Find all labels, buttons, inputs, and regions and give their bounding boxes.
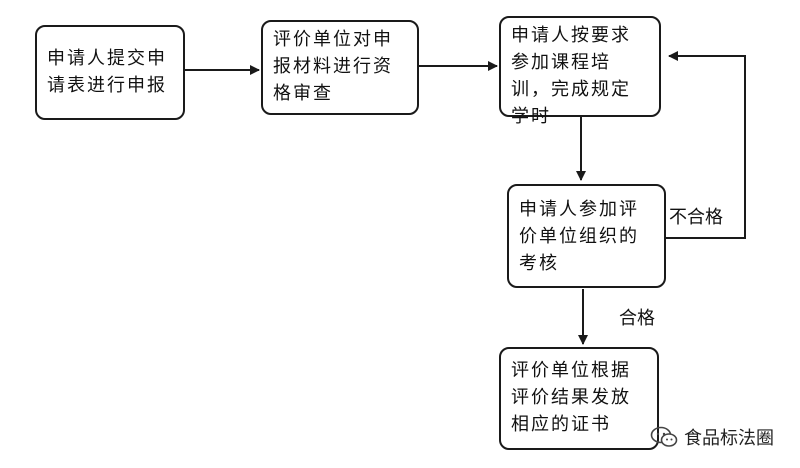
node-certificate-text: 评价单位根据评价结果发放相应的证书	[511, 360, 631, 435]
node-review-text: 评价单位对申报材料进行资格审查	[273, 29, 393, 104]
node-qualification-review: 评价单位对申报材料进行资格审查	[261, 20, 419, 115]
watermark: 食品标法圈	[650, 424, 774, 450]
node-certificate: 评价单位根据评价结果发放相应的证书	[499, 347, 659, 450]
watermark-text: 食品标法圈	[684, 428, 774, 449]
node-training-text: 申请人按要求参加课程培训，完成规定学时	[511, 25, 631, 127]
node-submit-application: 申请人提交申请表进行申报	[35, 25, 185, 120]
node-exam: 申请人参加评价单位组织的考核	[507, 184, 666, 288]
wechat-icon	[650, 426, 678, 447]
node-exam-text: 申请人参加评价单位组织的考核	[519, 199, 639, 274]
edge-label-pass: 合格	[619, 308, 655, 329]
edge-label-fail: 不合格	[669, 207, 723, 228]
node-submit-text: 申请人提交申请表进行申报	[47, 48, 167, 96]
arrow-exam-fail-to-training	[665, 51, 746, 239]
node-training: 申请人按要求参加课程培训，完成规定学时	[499, 16, 661, 127]
